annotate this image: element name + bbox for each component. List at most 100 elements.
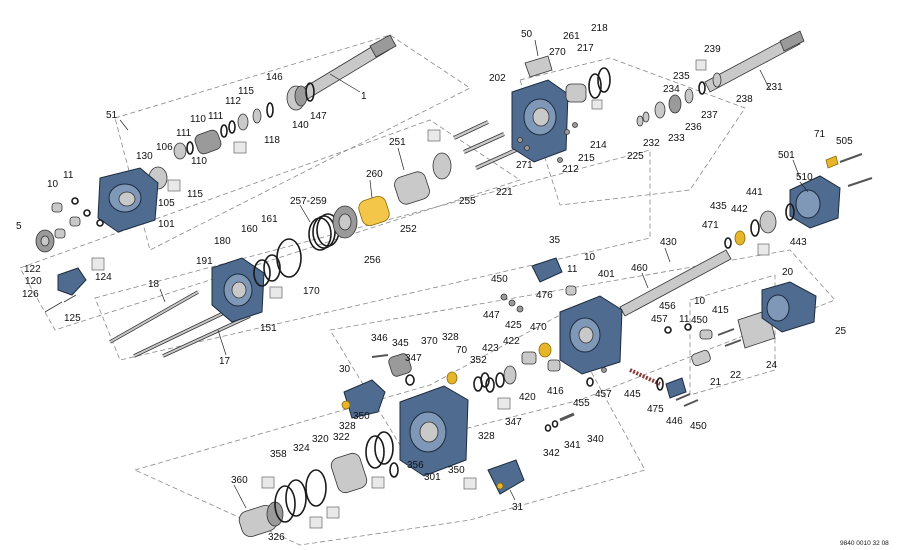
callout-322: 322: [333, 432, 350, 443]
callout-115: 115: [238, 86, 254, 97]
center-right-housing: [559, 295, 623, 375]
callout-501: 501: [778, 150, 795, 161]
callout-231: 231: [766, 82, 783, 93]
right-small-parts: [565, 281, 817, 366]
callout-191: 191: [196, 256, 213, 267]
callout-21: 21: [710, 377, 722, 388]
callout-447: 447: [483, 310, 500, 321]
callout-358: 358: [270, 449, 287, 460]
callout-446: 446: [666, 416, 683, 427]
callout-11: 11: [567, 264, 578, 275]
callout-225: 225: [627, 151, 644, 162]
lower-center-housing: [399, 385, 469, 477]
callout-342: 342: [543, 448, 560, 459]
callout-labels: 1 5 10 10 10 11 11 11 17 18 20 21 22 24 …: [16, 23, 889, 547]
callout-256: 256: [364, 255, 381, 266]
callout-17: 17: [219, 356, 231, 367]
callout-328: 328: [442, 332, 459, 343]
callout-140: 140: [292, 120, 309, 131]
callout-435: 435: [710, 201, 727, 212]
left-housing: [97, 167, 159, 233]
callout-233: 233: [668, 133, 685, 144]
callout-475: 475: [647, 404, 664, 415]
callout-350: 350: [448, 465, 465, 476]
guide-pins: [453, 120, 517, 170]
callout-10: 10: [584, 252, 596, 263]
callout-111: 111: [176, 128, 192, 139]
callout-423: 423: [482, 343, 499, 354]
callout-110: 110: [190, 114, 206, 125]
callout-347: 347: [405, 353, 422, 364]
callout-120: 120: [25, 276, 42, 287]
callout-457: 457: [595, 389, 612, 400]
callout-11: 11: [63, 170, 74, 181]
callout-24: 24: [766, 360, 778, 371]
callout-202: 202: [489, 73, 506, 84]
callout-151: 151: [260, 323, 277, 334]
callout-112: 112: [225, 96, 241, 107]
callout-239: 239: [704, 44, 721, 55]
callout-22: 22: [730, 370, 742, 381]
callout-415: 415: [712, 305, 729, 316]
callout-450: 450: [491, 274, 508, 285]
callout-401: 401: [598, 269, 615, 280]
callout-510: 510: [796, 172, 813, 183]
tie-rods: [109, 290, 251, 358]
callout-30: 30: [339, 364, 351, 375]
callout-118: 118: [264, 135, 280, 146]
callout-161: 161: [261, 214, 278, 225]
callout-271: 271: [516, 160, 533, 171]
center-gears: [308, 129, 452, 251]
callout-160: 160: [241, 224, 258, 235]
callout-252: 252: [400, 224, 417, 235]
callout-5: 5: [16, 221, 22, 232]
callout-347: 347: [505, 417, 522, 428]
callout-251: 251: [389, 137, 406, 148]
mid-flange: [211, 238, 302, 323]
callout-11: 11: [679, 314, 690, 325]
callout-301: 301: [424, 472, 441, 483]
callout-416: 416: [547, 386, 564, 397]
upper-center-housing: [511, 55, 569, 163]
callout-442: 442: [731, 204, 748, 215]
callout-124: 124: [95, 272, 112, 283]
callout-346: 346: [371, 333, 388, 344]
callout-70: 70: [456, 345, 468, 356]
callout-105: 105: [158, 198, 175, 209]
callout-215: 215: [578, 153, 595, 164]
lower-left-piston-stack: [238, 431, 394, 537]
callout-234: 234: [663, 84, 680, 95]
callout-441: 441: [746, 187, 763, 198]
callout-328: 328: [339, 421, 356, 432]
callout-470: 470: [530, 322, 547, 333]
lower-mid-parts: [341, 353, 525, 495]
right-top-assembly: [750, 153, 873, 256]
callout-236: 236: [685, 122, 702, 133]
callout-320: 320: [312, 434, 329, 445]
callout-350: 350: [353, 411, 370, 422]
callout-324: 324: [293, 443, 310, 454]
upper-right-small: [517, 67, 611, 163]
callout-360: 360: [231, 475, 248, 486]
callout-326: 326: [268, 532, 285, 543]
grease-tubes-upper: [167, 141, 247, 192]
callout-18: 18: [148, 279, 160, 290]
callout-455: 455: [573, 398, 590, 409]
callout-450: 450: [691, 315, 708, 326]
callout-341: 341: [564, 440, 581, 451]
leader-lines: [119, 39, 809, 509]
upper-right-shaft: [636, 30, 805, 127]
callout-238: 238: [736, 94, 753, 105]
mid-valve-parts: [485, 257, 563, 393]
callout-50: 50: [521, 29, 533, 40]
callout-20: 20: [782, 267, 794, 278]
callout-257-259: 257-259: [290, 196, 327, 207]
callout-260: 260: [366, 169, 383, 180]
callout-460: 460: [631, 263, 648, 274]
callout-443: 443: [790, 237, 807, 248]
callout-221: 221: [496, 187, 513, 198]
callout-218: 218: [591, 23, 608, 34]
callout-212: 212: [562, 164, 579, 175]
callout-25: 25: [835, 326, 847, 337]
callout-430: 430: [660, 237, 677, 248]
